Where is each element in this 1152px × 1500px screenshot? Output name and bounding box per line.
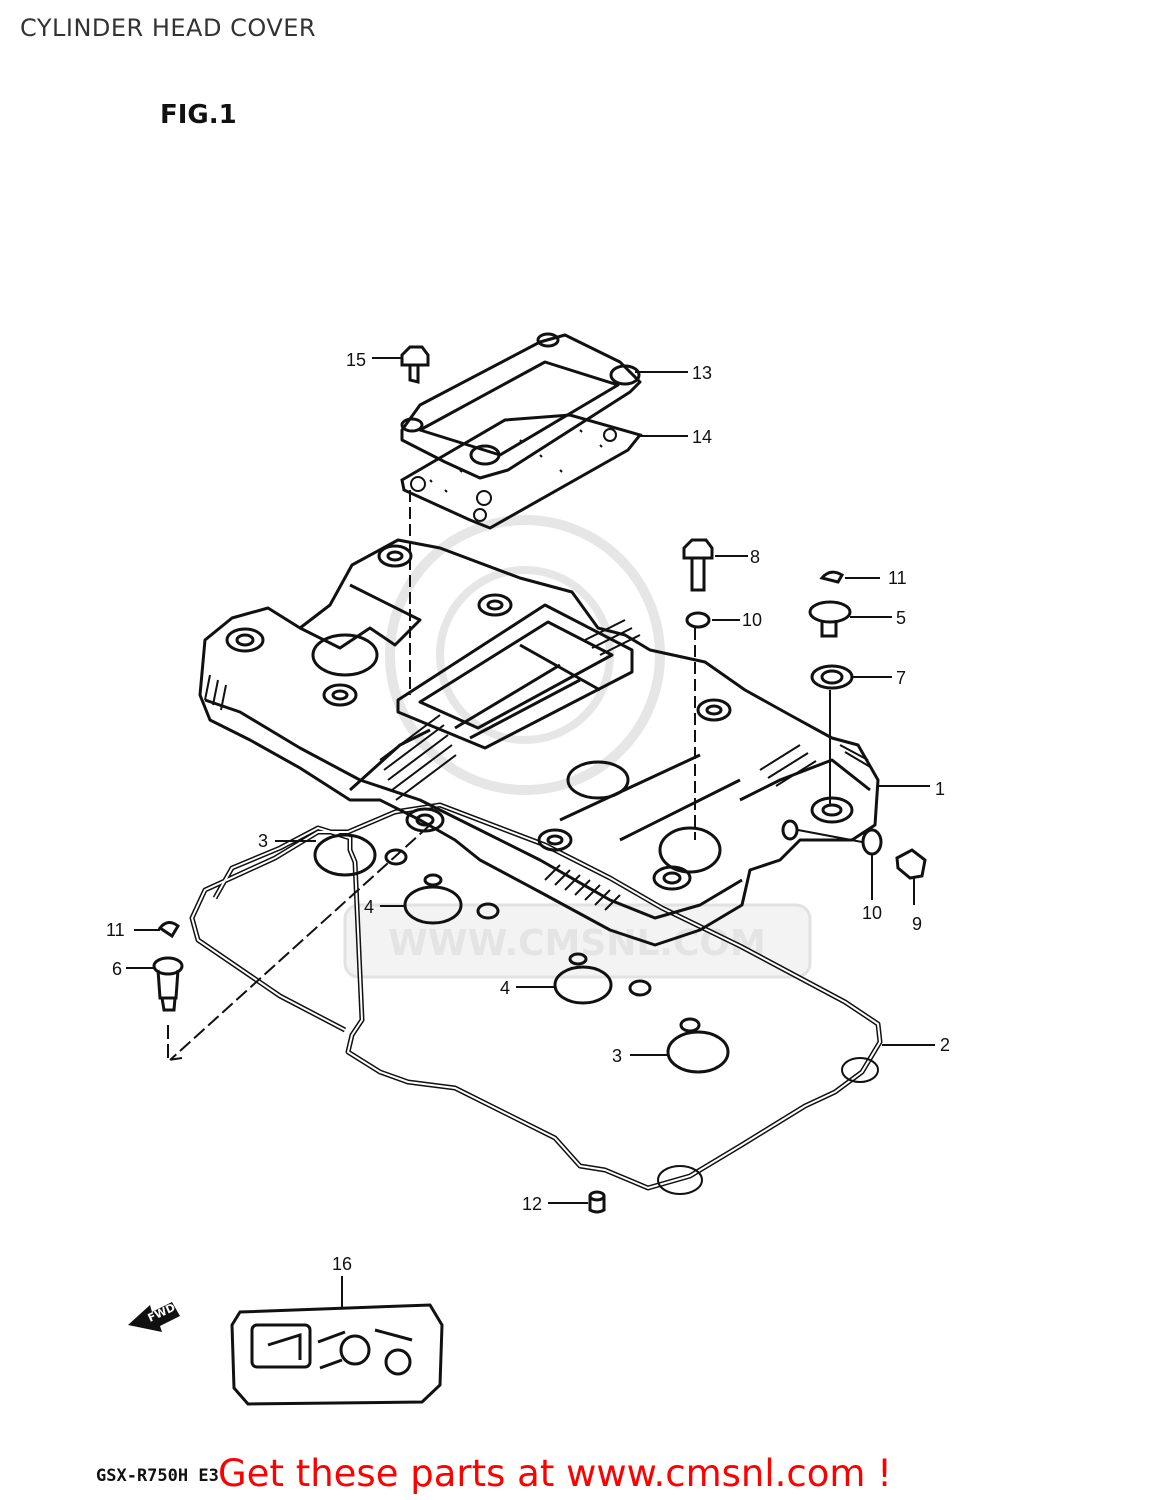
callout-4-lower: 4 (500, 978, 510, 998)
callout-7: 7 (896, 668, 906, 688)
callout-11-lower: 11 (106, 920, 125, 940)
cover-cooling-fins (204, 619, 873, 911)
callout-3-right: 3 (612, 1046, 622, 1066)
callout-labels: 15 13 14 8 11 10 5 7 1 3 10 9 4 11 6 4 2… (106, 350, 950, 1274)
part-10-washer-lower (861, 828, 883, 856)
model-code: GSX-R750H E3 (96, 1466, 219, 1486)
part-14-breather-cover-gasket (400, 413, 643, 530)
callout-16: 16 (332, 1254, 352, 1274)
callout-15: 15 (346, 350, 366, 370)
part-6-bolt (152, 956, 184, 1012)
part-4-gasket-lower (553, 952, 652, 1005)
callout-12: 12 (522, 1194, 542, 1214)
fwd-direction-arrow: FWD (128, 1301, 180, 1332)
assembly-leader-lines (126, 357, 935, 1307)
part-15-bolt (400, 345, 430, 384)
part-13-breather-cover (400, 332, 642, 480)
part-12-dowel-pin (588, 1190, 606, 1214)
callout-3-left: 3 (258, 831, 268, 851)
part-10-washer-upper (685, 611, 711, 629)
callout-9: 9 (912, 914, 922, 934)
part-1-cylinder-head-cover (198, 538, 880, 947)
part-8-union-bolt (682, 538, 714, 592)
callout-8: 8 (750, 547, 760, 567)
part-11-cap-upper (819, 570, 845, 584)
watermark: WWW.CMSNL.COM (343, 515, 812, 979)
callout-10-upper: 10 (742, 610, 762, 630)
page-title: CYLINDER HEAD COVER (20, 14, 317, 42)
promo-link[interactable]: Get these parts at www.cmsnl.com ! (218, 1452, 893, 1495)
callout-4-upper: 4 (364, 897, 374, 917)
part-5-bolt (808, 600, 852, 638)
part-11-cap-lower (157, 921, 180, 939)
part-16-gasket-set (230, 1303, 444, 1406)
callout-5: 5 (896, 608, 906, 628)
part-3-gasket-right (666, 1017, 730, 1074)
callout-6: 6 (112, 959, 122, 979)
cover-bolt-holes (225, 544, 854, 891)
callout-13: 13 (692, 363, 712, 383)
callout-10-lower: 10 (862, 903, 882, 923)
figure-label: FIG.1 (160, 100, 237, 130)
callout-1: 1 (935, 779, 945, 799)
watermark-logo (385, 515, 665, 795)
part-3-gasket-left (313, 833, 408, 877)
part-9-bolt (895, 848, 927, 880)
part-7-grommet (810, 664, 854, 690)
callout-2: 2 (940, 1035, 950, 1055)
callout-11-upper: 11 (888, 568, 907, 588)
callout-14: 14 (692, 427, 712, 447)
